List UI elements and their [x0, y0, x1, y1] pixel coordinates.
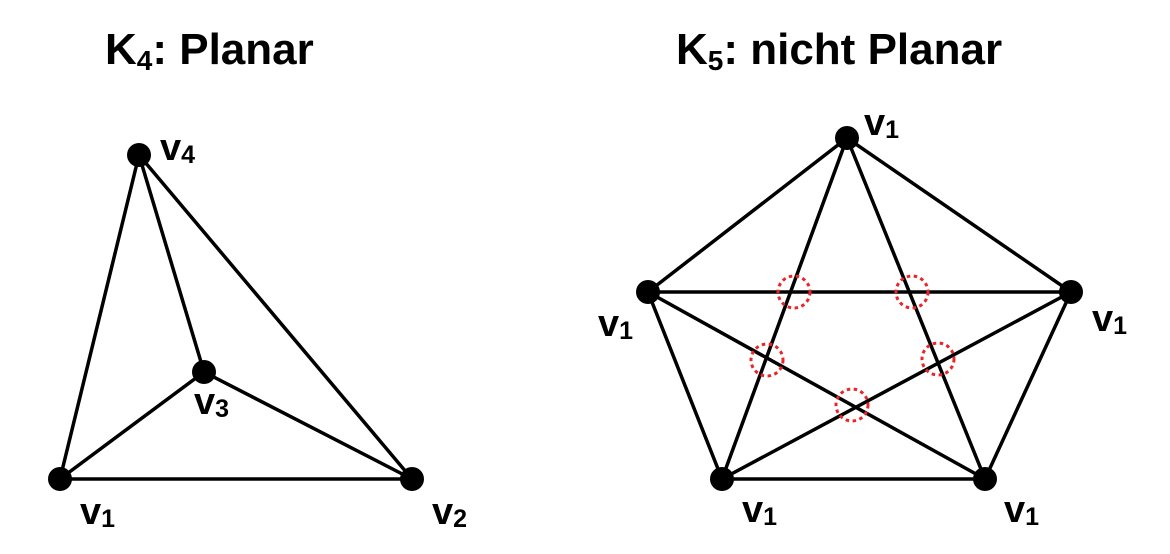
- k4-edges: [58, 153, 414, 481]
- k4-vertex-v4: [127, 143, 151, 167]
- k5-title-rest: : nicht Planar: [723, 25, 1002, 74]
- k5-vertex-left: [636, 280, 660, 304]
- crossing-marker: [749, 342, 785, 378]
- k4-edge-v1-v3: [58, 370, 206, 481]
- crossing-marker: [894, 274, 930, 310]
- crossing-marker: [834, 387, 870, 423]
- k4-title-subscript: 4: [137, 45, 153, 76]
- k5-title: K5: nicht Planar: [676, 25, 1002, 76]
- k5-edge-right-bottom-right: [983, 290, 1073, 481]
- k5-graph: v1 v1 v1 v1 v1: [598, 102, 1127, 531]
- k5-vertices: [636, 126, 1083, 491]
- k5-title-subscript: 5: [708, 45, 724, 76]
- k5-vertex-top: [835, 126, 859, 150]
- k4-label-v2: v2: [432, 491, 467, 533]
- k4-vertices: [48, 143, 424, 491]
- k5-vertex-right: [1059, 280, 1083, 304]
- k5-edge-top-bottom-left: [720, 136, 849, 481]
- k5-edge-top-left: [646, 136, 849, 294]
- k5-labels: v1 v1 v1 v1 v1: [598, 102, 1127, 531]
- k5-edge-right-bottom-left: [720, 290, 1073, 481]
- k5-label-bottom-left: v1: [742, 489, 777, 531]
- k4-label-v3: v3: [194, 381, 229, 423]
- k4-labels: v1 v2 v3 v4: [80, 127, 467, 533]
- k5-vertex-bottom-left: [710, 467, 734, 491]
- k5-edge-top-right: [845, 136, 1073, 294]
- k5-label-top: v1: [864, 102, 899, 144]
- k5-title-main: K: [676, 25, 708, 74]
- k4-label-v1: v1: [80, 491, 115, 533]
- k4-title-rest: : Planar: [152, 25, 313, 74]
- k4-graph: v1 v2 v3 v4: [48, 127, 467, 533]
- crossing-marker: [920, 341, 956, 377]
- k5-edge-left-bottom-left: [646, 290, 724, 481]
- k5-label-right: v1: [1092, 298, 1127, 340]
- k5-crossing-markers: [749, 274, 956, 423]
- k4-edge-v1-v4: [58, 153, 141, 481]
- k4-label-v4: v4: [160, 127, 195, 169]
- k5-label-left: v1: [598, 303, 633, 345]
- k5-edges: [646, 136, 1073, 481]
- k4-vertex-v2: [400, 467, 424, 491]
- crossing-marker: [776, 274, 812, 310]
- k4-vertex-v1: [48, 467, 72, 491]
- k4-edge-v2-v3: [202, 370, 414, 481]
- k5-label-bottom-right: v1: [1004, 489, 1039, 531]
- k4-title: K4: Planar: [105, 25, 314, 76]
- k4-vertex-v3: [192, 360, 216, 384]
- k4-title-main: K: [105, 25, 137, 74]
- k5-vertex-bottom-right: [973, 467, 997, 491]
- k4-edge-v2-v4: [137, 153, 414, 481]
- k5-edge-left-bottom-right: [646, 290, 987, 481]
- k4-edge-v3-v4: [137, 153, 206, 374]
